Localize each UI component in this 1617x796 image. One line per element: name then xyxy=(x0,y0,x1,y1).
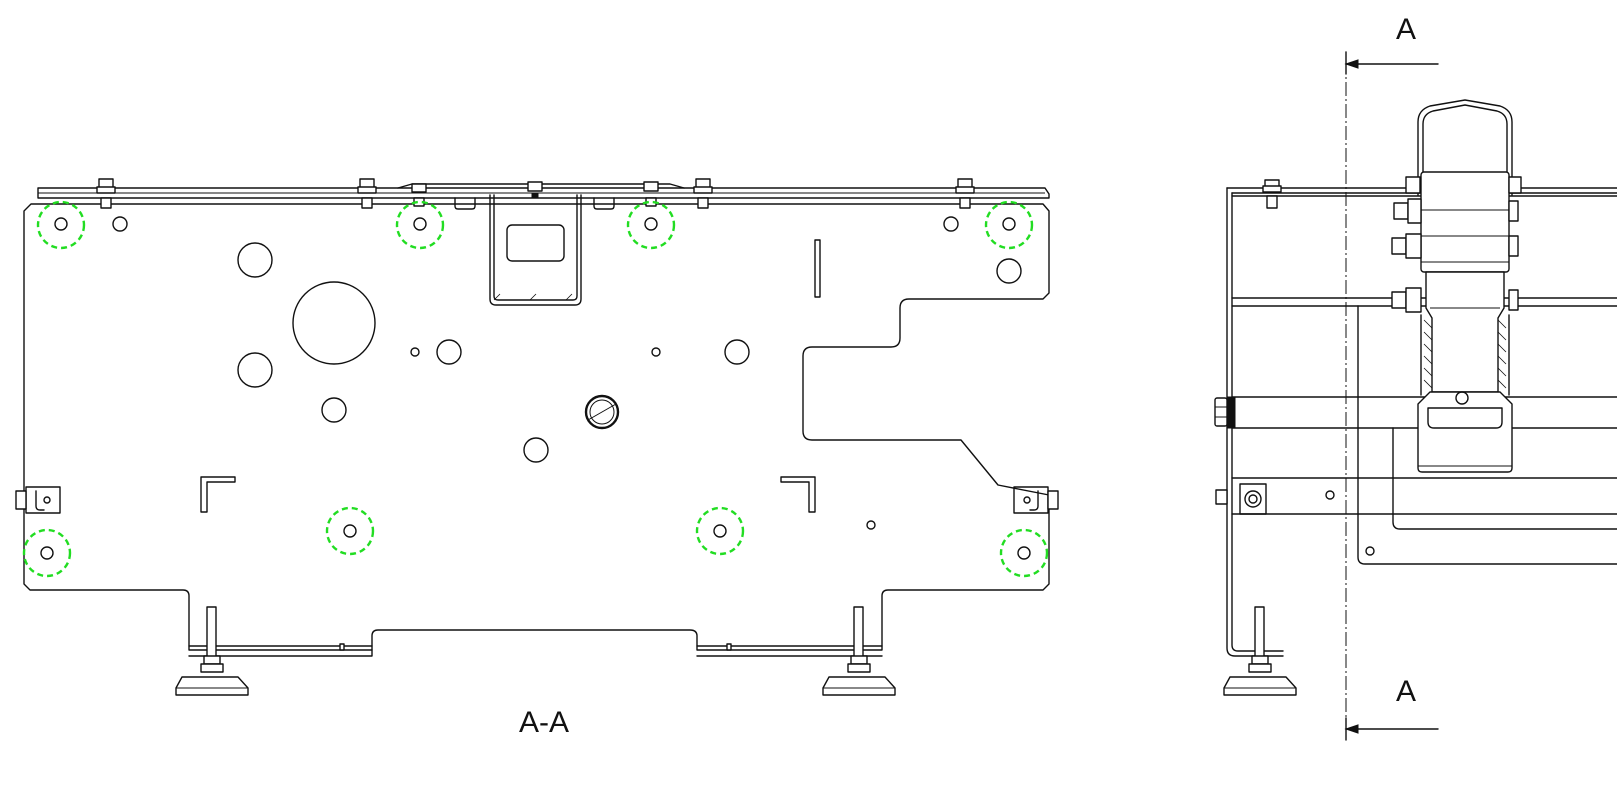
highlight-circle xyxy=(395,200,445,250)
vertical-slot xyxy=(814,239,821,298)
angle-clip-right xyxy=(780,476,816,513)
side-wall xyxy=(1226,187,1284,657)
section-view-a-a: A-A xyxy=(15,178,1059,739)
flange-rivet xyxy=(339,643,345,651)
flange-tab-right xyxy=(593,197,615,210)
stud xyxy=(527,181,543,199)
flange-tab-left xyxy=(454,197,476,210)
rail-upper xyxy=(1231,297,1617,307)
stud xyxy=(96,178,116,209)
back-frame xyxy=(1357,305,1617,565)
highlight-markers xyxy=(22,200,1049,578)
plate-outline xyxy=(23,203,1050,651)
highlight-circle xyxy=(626,200,676,250)
cut-marker-top: A xyxy=(1344,13,1439,75)
cut-label-bottom: A xyxy=(1396,675,1416,708)
frame-hole xyxy=(1365,546,1375,556)
highlight-circle xyxy=(984,200,1034,250)
side-leveling-foot xyxy=(1223,606,1297,696)
side-clip-right xyxy=(1013,486,1059,514)
top-flange xyxy=(37,187,1050,199)
highlight-circle xyxy=(325,506,375,556)
section-caption: A-A xyxy=(519,706,569,739)
highlight-circle xyxy=(22,528,72,578)
latch-assembly xyxy=(1391,99,1522,473)
side-bolt-lower xyxy=(1215,483,1267,515)
angle-clip-left xyxy=(200,476,236,513)
frame-hole xyxy=(1325,490,1335,500)
side-top-stud xyxy=(1262,179,1282,209)
rect-pocket xyxy=(489,194,582,306)
rail-lower xyxy=(1231,477,1617,515)
top-studs xyxy=(96,178,975,209)
cut-label-top: A xyxy=(1396,13,1416,46)
highlight-circle xyxy=(999,528,1049,578)
stud xyxy=(693,178,713,209)
highlight-circle xyxy=(695,506,745,556)
stud xyxy=(357,178,377,209)
flange-rivet xyxy=(726,643,732,651)
plate-holes xyxy=(40,216,1031,560)
side-clip-left xyxy=(15,486,61,514)
side-view: A A xyxy=(1214,13,1617,741)
grommet-hole xyxy=(584,394,620,430)
leveling-foot-right xyxy=(822,606,896,696)
highlight-circle xyxy=(36,200,86,250)
side-bolt-middle xyxy=(1214,396,1236,429)
leveling-foot-left xyxy=(175,606,249,696)
stud xyxy=(955,178,975,209)
cut-marker-bottom: A xyxy=(1344,675,1439,741)
